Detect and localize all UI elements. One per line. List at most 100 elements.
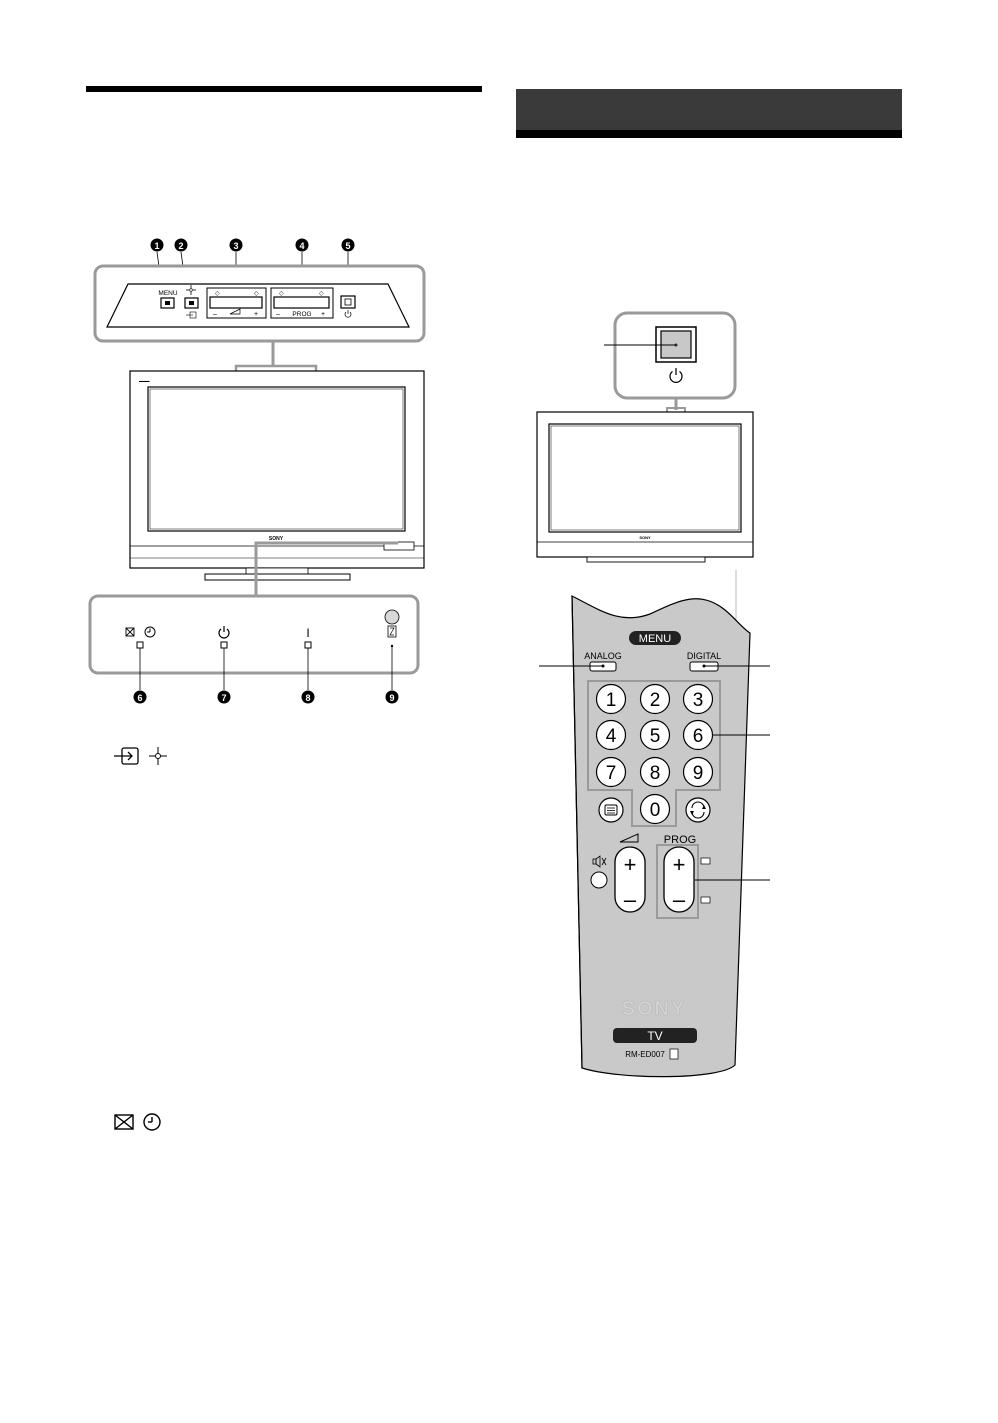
callout-9: 9 xyxy=(385,690,399,704)
callout-7: 7 xyxy=(217,690,231,704)
svg-text:◇: ◇ xyxy=(215,291,220,297)
power-icon xyxy=(669,368,683,383)
callout-1: 1 xyxy=(150,238,164,252)
tv-brand: SONY xyxy=(269,536,284,542)
input-icon xyxy=(114,747,139,765)
remote-tv-button: TV xyxy=(613,1028,697,1043)
svg-text:8: 8 xyxy=(650,763,661,784)
svg-text:7: 7 xyxy=(606,763,617,784)
svg-text:MENU: MENU xyxy=(158,290,177,297)
front-panel-zoom: MENU ◇ ◇ – xyxy=(93,264,426,343)
svg-text:–: – xyxy=(624,887,637,912)
svg-text:+: + xyxy=(321,311,325,318)
svg-text:◇: ◇ xyxy=(319,291,324,297)
jump-button xyxy=(685,797,711,823)
clock-icon xyxy=(144,626,156,638)
svg-text:+: + xyxy=(624,852,637,877)
prog-highlight xyxy=(656,844,699,919)
recycle-icon xyxy=(669,1048,679,1060)
prog-rocker: + – xyxy=(663,846,695,913)
svg-text:8: 8 xyxy=(305,693,310,703)
mute-icon xyxy=(592,855,607,868)
svg-text:–: – xyxy=(673,887,686,912)
picture-off-icon xyxy=(125,627,135,637)
svg-text:+: + xyxy=(254,311,258,318)
svg-text:5: 5 xyxy=(345,241,350,251)
volume-icon xyxy=(619,833,639,843)
svg-text:4: 4 xyxy=(299,241,304,251)
right-header-block xyxy=(516,89,902,138)
svg-text:5: 5 xyxy=(650,726,661,747)
page-down-icon xyxy=(700,896,711,904)
svg-text:+: + xyxy=(673,852,686,877)
picture-off-icon xyxy=(114,1114,134,1130)
svg-text:SONY: SONY xyxy=(639,535,651,540)
remote-control: MENU ANALOG DIGITAL 1 2 3 4 5 6 7 8 9 0 xyxy=(539,570,770,1078)
sun-icon xyxy=(149,747,167,765)
numpad-highlight xyxy=(587,680,721,827)
mute-button xyxy=(590,871,608,889)
power-button-panel xyxy=(340,295,356,318)
remote-digit-8: 8 xyxy=(639,756,671,788)
svg-text:7: 7 xyxy=(221,693,226,703)
menu-button-panel: MENU xyxy=(158,290,178,309)
power-icon xyxy=(218,626,230,639)
svg-text:9: 9 xyxy=(693,763,704,784)
remote-model: RM-ED007 xyxy=(625,1050,665,1059)
svg-text:MENU: MENU xyxy=(639,633,671,645)
remote-sensor xyxy=(384,609,400,648)
remote-digit-3: 3 xyxy=(682,683,714,715)
svg-text:PROG: PROG xyxy=(664,834,696,846)
sun-icon xyxy=(186,285,196,295)
volume-rocker-panel: ◇ ◇ – + xyxy=(206,287,267,319)
remote-digit-4: 4 xyxy=(595,719,627,751)
legend-input-row xyxy=(114,747,167,765)
svg-text:–: – xyxy=(213,311,217,318)
power-switch-zoom xyxy=(604,311,737,400)
svg-text:3: 3 xyxy=(693,690,704,711)
svg-text:9: 9 xyxy=(389,693,394,703)
svg-text:0: 0 xyxy=(650,800,661,821)
page-up-icon xyxy=(700,857,711,865)
input-icon xyxy=(186,311,197,319)
remote-digit-6: 6 xyxy=(682,719,714,751)
svg-text:DIGITAL: DIGITAL xyxy=(687,651,721,661)
callout-6: 6 xyxy=(133,690,147,704)
tv-front-right: SONY xyxy=(536,411,754,563)
tv-front-left: ▬▬▬ SONY xyxy=(129,370,425,581)
svg-text:–: – xyxy=(276,311,280,318)
svg-text:◇: ◇ xyxy=(279,291,284,297)
remote-digit-9: 9 xyxy=(682,756,714,788)
callout-8: 8 xyxy=(301,690,315,704)
svg-text:2: 2 xyxy=(178,241,183,251)
remote-digit-0: 0 xyxy=(639,793,671,825)
teletext-icon xyxy=(604,804,618,816)
power-icon xyxy=(344,310,352,318)
legend-indicator-row xyxy=(114,1113,161,1131)
remote-body xyxy=(571,595,751,1078)
callout-2: 2 xyxy=(174,238,188,252)
svg-text:I: I xyxy=(306,626,309,640)
remote-digit-2: 2 xyxy=(639,683,671,715)
indicator-callouts: 6 7 8 9 xyxy=(133,690,399,704)
svg-text:6: 6 xyxy=(693,726,704,747)
svg-text:4: 4 xyxy=(606,726,617,747)
jump-icon xyxy=(690,801,706,819)
clock-icon xyxy=(143,1113,161,1131)
callout-5: 5 xyxy=(341,238,355,252)
remote-menu-button: MENU xyxy=(629,631,681,645)
svg-text:2: 2 xyxy=(650,690,661,711)
svg-text:TV: TV xyxy=(647,1029,662,1043)
remote-digit-1: 1 xyxy=(595,683,627,715)
indicator-zoom: I xyxy=(88,594,420,690)
svg-text:PROG: PROG xyxy=(292,311,311,318)
callout-4: 4 xyxy=(295,238,309,252)
volume-icon xyxy=(229,308,241,315)
prog-rocker-panel: ◇ ◇ – PROG + xyxy=(270,287,334,319)
callout-3: 3 xyxy=(229,238,243,252)
svg-text:◇: ◇ xyxy=(254,291,259,297)
svg-text:6: 6 xyxy=(137,693,142,703)
remote-digit-7: 7 xyxy=(595,756,627,788)
